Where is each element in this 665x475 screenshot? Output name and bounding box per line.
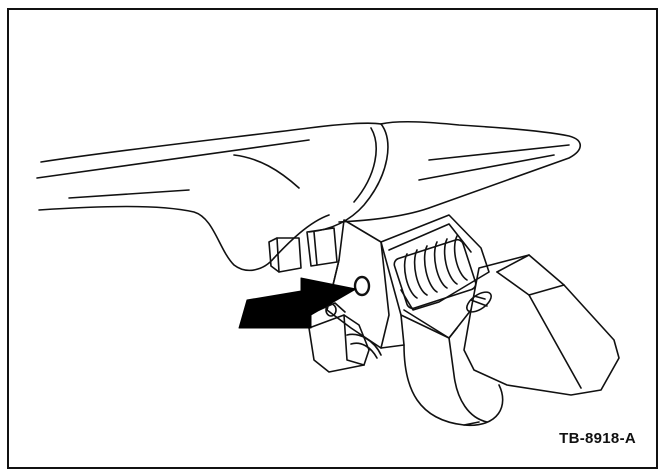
handle-arm	[36, 120, 582, 272]
diagram-frame: TB-8918-A	[7, 8, 658, 469]
retaining-clips	[268, 227, 338, 273]
adjuster-knob	[308, 302, 382, 373]
pivot-bracket	[326, 219, 405, 349]
latch-lever	[463, 254, 620, 396]
base-housing	[400, 309, 504, 426]
line-illustration	[36, 120, 620, 426]
spring-assembly	[380, 214, 490, 339]
figure-code: TB-8918-A	[559, 430, 636, 447]
pointer-arrow-icon	[238, 277, 357, 329]
pivot-hole	[353, 275, 371, 297]
